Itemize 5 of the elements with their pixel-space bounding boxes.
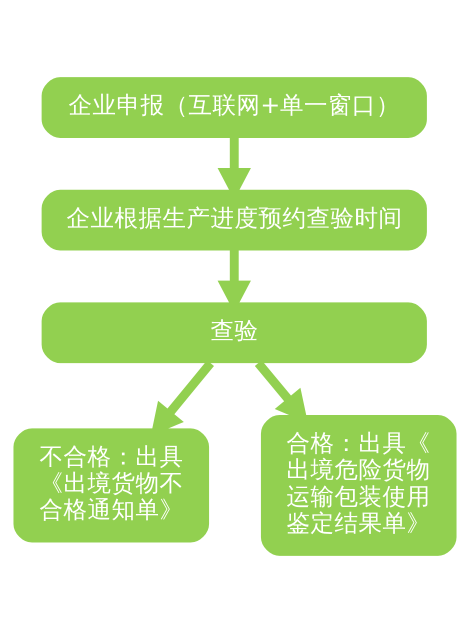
node-box: 不合格：出具《出境货物不合格通知单》 — [13, 428, 210, 542]
node-box: 企业根据生产进度预约查验时间 — [42, 189, 427, 250]
node-box: 合格：出具《出境危险货物运输包装使用鉴定结果单》 — [260, 414, 457, 556]
node-box: 查验 — [42, 302, 427, 363]
node-box: 企业申报（互联网+单一窗口） — [42, 76, 427, 138]
